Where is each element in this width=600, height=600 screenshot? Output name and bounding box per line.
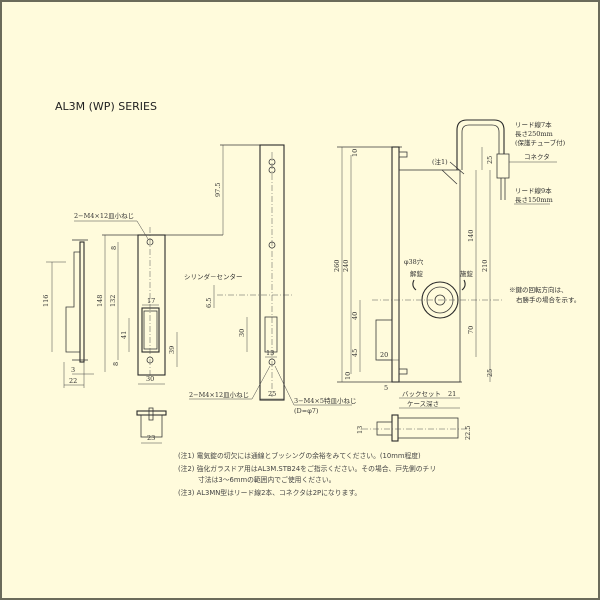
dim-13: 13 bbox=[266, 349, 274, 357]
faceplate-view: 97.5 シリンダ－センター 6.5 30 13 25 2−M4×12皿小ねじ … bbox=[184, 144, 356, 415]
label-unlock: 解錠 bbox=[410, 269, 424, 278]
lock-body-view: (注1) リード線7本 長さ250mm (保護チューブ付) コネクタ リード線9… bbox=[333, 119, 580, 409]
note-2-continued: 寸法は3〜6mmの範囲内でご使用ください。 bbox=[198, 475, 335, 484]
dim-8-top: 8 bbox=[110, 246, 118, 250]
dim-22: 22 bbox=[69, 377, 77, 385]
label-screw-top: 2−M4×12皿小ねじ bbox=[74, 211, 134, 220]
label-lead7-tube: (保護チューブ付) bbox=[515, 138, 566, 147]
dim-132: 132 bbox=[109, 295, 117, 307]
note-3: (注3) AL3MN型はリード線2本、コネクタは2Pになります。 bbox=[178, 488, 361, 497]
dim-25-bottom: 25 bbox=[486, 369, 494, 377]
note-1: (注1) 電気錠の切欠には通線とブッシングの余裕をみてください。(10mm程度) bbox=[178, 451, 421, 460]
label-hole: φ38穴 bbox=[404, 257, 424, 266]
strike-front-view: 148 132 41 39 17 30 8 8 2−M4×12皿小ねじ bbox=[74, 211, 223, 385]
dim-8-bottom: 8 bbox=[112, 362, 120, 366]
label-connector: コネクタ bbox=[524, 152, 550, 161]
connector-shape bbox=[496, 153, 510, 179]
dim-70: 70 bbox=[467, 326, 475, 334]
dim-45: 45 bbox=[351, 349, 359, 357]
lock-bottom-view: 13 22.5 bbox=[356, 414, 472, 442]
label-screw-special: 3−M4×5特皿小ねじ bbox=[294, 396, 356, 405]
dim-13-bottom: 13 bbox=[356, 426, 364, 434]
unlock-arrow-icon bbox=[412, 279, 417, 291]
dim-21: 21 bbox=[448, 390, 456, 398]
dim-10-top: 10 bbox=[351, 149, 359, 157]
dim-5: 5 bbox=[384, 384, 388, 392]
dim-97-5: 97.5 bbox=[214, 183, 222, 197]
dim-210: 210 bbox=[481, 260, 489, 272]
series-title: AL3M (WP) SERIES bbox=[55, 100, 157, 113]
lock-arrow-icon bbox=[461, 279, 466, 291]
label-cylinder-center: シリンダ－センター bbox=[184, 272, 243, 281]
dim-40: 40 bbox=[351, 312, 359, 320]
label-note1-ref: (注1) bbox=[432, 157, 448, 166]
dim-23: 23 bbox=[147, 434, 155, 442]
dim-25-top: 25 bbox=[486, 156, 494, 164]
dim-260: 260 bbox=[333, 260, 341, 272]
dim-17: 17 bbox=[147, 297, 155, 305]
dim-30-strike: 30 bbox=[146, 375, 154, 383]
note-2: (注2) 強化ガラスドア用はAL3M.STB24をご指示ください。その場合、戸先… bbox=[178, 464, 436, 473]
label-lead9-length: 長さ150mm bbox=[515, 196, 553, 204]
dim-41: 41 bbox=[120, 331, 128, 339]
dim-140: 140 bbox=[467, 230, 475, 242]
strike-side-view: 116 22 3 bbox=[42, 239, 94, 388]
dim-240: 240 bbox=[342, 260, 350, 272]
dim-39: 39 bbox=[168, 346, 176, 354]
strike-bottom-view: 23 bbox=[136, 407, 167, 444]
dim-25-face: 25 bbox=[268, 390, 276, 398]
label-screw-bottom: 2−M4×12皿小ねじ bbox=[189, 390, 249, 399]
label-backset: バックセット bbox=[402, 390, 441, 398]
label-lead7: リード線7本 bbox=[515, 120, 552, 129]
label-rotation-note-2: 右勝手の場合を示す。 bbox=[516, 295, 580, 304]
dim-148: 148 bbox=[96, 295, 104, 307]
dim-116: 116 bbox=[42, 295, 50, 307]
label-case-depth: ケース深さ bbox=[407, 399, 439, 408]
dim-20: 20 bbox=[380, 351, 388, 359]
dim-30-cutout: 30 bbox=[238, 329, 246, 337]
dim-10-bottom: 10 bbox=[344, 372, 352, 380]
dim-22-5: 22.5 bbox=[464, 426, 472, 440]
label-rotation-note: ※鍵の回転方向は、 bbox=[509, 285, 568, 294]
dim-6-5: 6.5 bbox=[205, 298, 213, 308]
dim-3: 3 bbox=[71, 366, 75, 374]
label-lead9: リード線9本 bbox=[515, 186, 552, 195]
label-screw-diameter: (D=φ7) bbox=[294, 407, 319, 415]
label-lock: 施錠 bbox=[460, 269, 474, 278]
label-lead7-length: 長さ250mm bbox=[515, 130, 553, 138]
